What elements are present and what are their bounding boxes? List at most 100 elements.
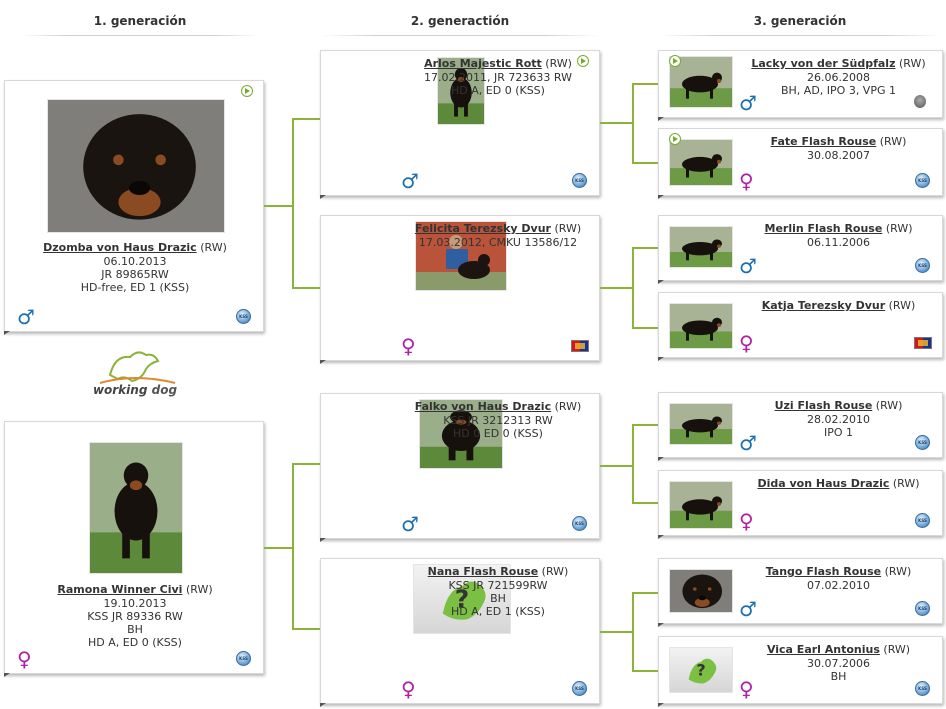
dog-photo[interactable] [415, 221, 507, 291]
dog-name-link[interactable]: Arlos Majestic Rott [424, 57, 542, 70]
pedigree-connector-line [600, 631, 632, 633]
dog-photo[interactable] [669, 403, 733, 445]
dog-info-line: 07.02.2010 [807, 579, 870, 592]
dog-photo[interactable] [419, 399, 503, 469]
dog-photo[interactable] [669, 56, 733, 108]
card-corner-fold [320, 538, 326, 542]
dog-photo[interactable] [47, 99, 225, 233]
dog-name-link[interactable]: Fate Flash Rouse [770, 135, 877, 148]
dog-name-line: Vica Earl Antonius (RW) [743, 643, 934, 656]
dog-breed-code: (RW) [882, 222, 913, 235]
kss-club-icon[interactable]: KSS [572, 681, 587, 696]
kss-club-icon[interactable]: KSS [915, 513, 930, 528]
kss-club-icon[interactable]: KSS [915, 435, 930, 450]
dog-name-link[interactable]: Ramona Winner Civi [57, 583, 183, 596]
dog-card[interactable]: Felicita Terezsky Dvur (RW)17.03.2012, C… [320, 215, 600, 364]
dog-name-line: Dzomba von Haus Drazic (RW) [5, 241, 265, 254]
dog-name-line: Dida von Haus Drazic (RW) [743, 477, 934, 490]
dog-name-link[interactable]: Lacky von der Südpfalz [751, 57, 896, 70]
pedigree-connector-line [292, 463, 294, 629]
kss-club-icon[interactable]: KSS [915, 258, 930, 273]
dog-photo[interactable] [437, 57, 485, 125]
dog-info-line: BH, AD, IPO 3, VPG 1 [780, 84, 896, 97]
pedigree-connector-line [632, 424, 634, 503]
dog-info-line: 26.06.2008 [807, 71, 870, 84]
dog-card[interactable]: Falko von Haus Drazic (RW)KSS JR 3212313… [320, 393, 600, 542]
dog-name-link[interactable]: Katja Terezsky Dvur [761, 299, 886, 312]
dog-name-link[interactable]: Vica Earl Antonius [766, 643, 880, 656]
kss-club-icon[interactable]: KSS [236, 309, 251, 324]
female-symbol-icon: ♀ [17, 647, 32, 671]
column-header-gen1: 1. generación [20, 14, 260, 36]
trophy-icon[interactable] [914, 95, 926, 108]
pedigree-connector-line [600, 122, 632, 124]
dog-name-link[interactable]: Uzi Flash Rouse [774, 399, 873, 412]
logo-text: working dog [92, 383, 178, 397]
kss-club-icon[interactable]: KSS [915, 681, 930, 696]
dog-name-link[interactable]: Felicita Terezsky Dvur [414, 222, 551, 235]
dog-info-line: 30.07.2006 [807, 657, 870, 670]
video-play-icon[interactable] [577, 55, 589, 67]
dog-name-link[interactable]: Dida von Haus Drazic [757, 477, 890, 490]
pedigree-connector-line [292, 118, 320, 120]
dog-name-link[interactable]: Nana Flash Rouse [427, 565, 539, 578]
dog-card[interactable]: Arlos Majestic Rott (RW)17.02.2011, JR 7… [320, 50, 600, 199]
dog-photo[interactable]: ? [669, 647, 733, 693]
card-corner-fold [658, 535, 664, 539]
dog-photo[interactable] [669, 226, 733, 268]
kss-club-icon[interactable]: KSS [572, 516, 587, 531]
kss-club-icon[interactable]: KSS [915, 601, 930, 616]
dog-photo[interactable] [669, 303, 733, 349]
dog-photo[interactable] [669, 569, 733, 613]
cmku-club-icon[interactable] [571, 340, 589, 352]
video-play-icon[interactable] [669, 133, 681, 145]
video-play-icon[interactable] [669, 55, 681, 67]
dog-info: 07.02.2010 [743, 579, 934, 592]
male-symbol-icon: ♂ [739, 91, 757, 115]
video-play-icon[interactable] [241, 85, 253, 97]
dog-card[interactable]: Dida von Haus Drazic (RW)♀KSS [658, 470, 943, 539]
dog-card[interactable]: Fate Flash Rouse (RW)30.08.2007♀KSS [658, 128, 943, 199]
dog-photo[interactable] [669, 481, 733, 529]
pedigree-connector-line [632, 592, 658, 594]
dog-card[interactable]: Merlin Flash Rouse (RW)06.11.2006♂KSS [658, 215, 943, 284]
dog-info-line: 17.03.2012, CMKU 13586/12 [418, 236, 578, 249]
dog-info: 30.08.2007 [743, 149, 934, 162]
pedigree-connector-line [632, 247, 634, 328]
column-header-gen3: 3. generación [660, 14, 940, 36]
kss-club-icon[interactable]: KSS [236, 651, 251, 666]
dog-photo[interactable] [669, 139, 733, 186]
kss-club-icon[interactable]: KSS [915, 173, 930, 188]
dog-breed-code: (RW) [876, 135, 907, 148]
dog-breed-code: (RW) [889, 477, 920, 490]
dog-info-line: 17.02.2011, JR 723633 RW [424, 71, 572, 84]
dog-name-link[interactable]: Tango Flash Rouse [765, 565, 882, 578]
dog-card[interactable]: Katja Terezsky Dvur (RW)♀ [658, 292, 943, 361]
dog-name-link[interactable]: Merlin Flash Rouse [764, 222, 883, 235]
pedigree-connector-line [632, 327, 658, 329]
dog-name-link[interactable]: Falko von Haus Drazic [414, 400, 552, 413]
cmku-club-icon[interactable] [914, 337, 932, 349]
dog-photo[interactable] [89, 442, 183, 574]
pedigree-connector-line [264, 205, 292, 207]
dog-photo[interactable]: ? [413, 564, 511, 634]
dog-card[interactable]: Tango Flash Rouse (RW)07.02.2010♂KSS [658, 558, 943, 627]
kss-club-icon[interactable]: KSS [572, 173, 587, 188]
dog-breed-code: (RW) [541, 57, 572, 70]
dog-breed-code: (RW) [881, 565, 912, 578]
dog-name-line: Tango Flash Rouse (RW) [743, 565, 934, 578]
dog-info-line: IPO 1 [823, 426, 854, 439]
female-symbol-icon: ♀ [401, 677, 416, 701]
pedigree-connector-line [632, 247, 658, 249]
pedigree-connector-line [600, 465, 632, 467]
pedigree-connector-line [292, 118, 294, 288]
dog-name-link[interactable]: Dzomba von Haus Drazic [43, 241, 197, 254]
